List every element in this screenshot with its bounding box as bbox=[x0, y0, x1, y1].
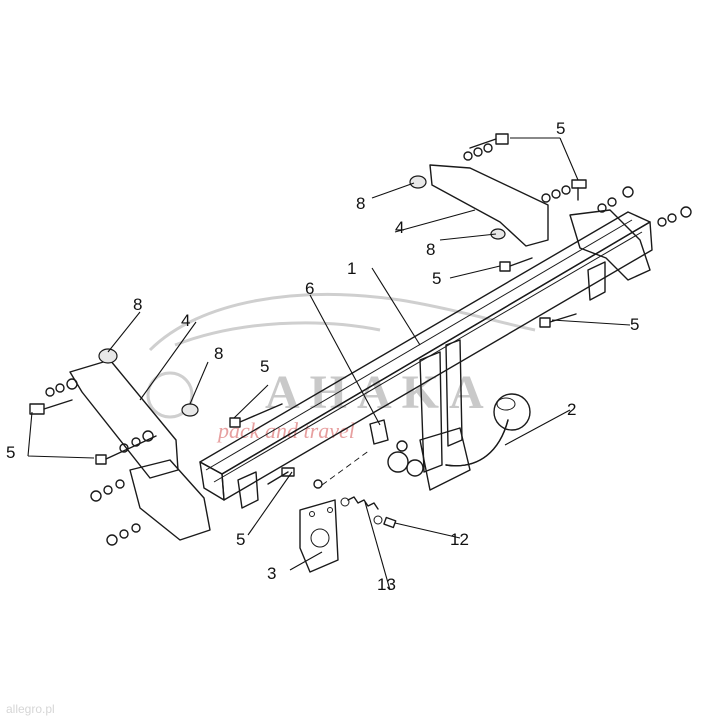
label-part-8-center: 8 bbox=[214, 344, 223, 363]
hanger-bracket bbox=[369, 419, 389, 445]
bolt-right-top bbox=[469, 133, 509, 149]
label-part-8-right: 8 bbox=[426, 240, 435, 259]
watermark-tagline: pack and travel bbox=[216, 418, 355, 443]
side-bracket-left bbox=[69, 359, 259, 541]
label-part-6: 6 bbox=[305, 279, 314, 298]
bolt-left-mid bbox=[95, 435, 157, 465]
socket-plate bbox=[299, 449, 371, 573]
label-part-8-top: 8 bbox=[356, 194, 365, 213]
label-part-5-left: 5 bbox=[6, 443, 15, 462]
leader-lines bbox=[27, 137, 631, 591]
label-part-12: 12 bbox=[450, 530, 469, 549]
label-part-4-right: 4 bbox=[395, 218, 404, 237]
bolt-left-upper bbox=[29, 399, 73, 415]
watermark-logo: AHAKA pack and travel bbox=[146, 292, 536, 443]
part-labels: 1 2 3 4 4 5 5 5 5 5 5 6 8 8 8 8 12 13 bbox=[6, 119, 639, 594]
bolts bbox=[29, 133, 587, 485]
label-part-3: 3 bbox=[267, 564, 276, 583]
label-part-5-top: 5 bbox=[556, 119, 565, 138]
label-part-8-left: 8 bbox=[133, 295, 142, 314]
label-part-5-right-mid: 5 bbox=[432, 269, 441, 288]
label-part-5-right: 5 bbox=[630, 315, 639, 334]
spring-bolt bbox=[340, 496, 397, 529]
spacers bbox=[98, 175, 506, 417]
bolt-center-low bbox=[267, 467, 295, 485]
bolt-right-mid bbox=[499, 257, 533, 272]
towball-assembly bbox=[419, 339, 531, 491]
side-bracket-right bbox=[429, 164, 651, 301]
label-part-1: 1 bbox=[347, 259, 356, 278]
label-part-5-bottom: 5 bbox=[236, 530, 245, 549]
bolt-right-vertical bbox=[571, 179, 587, 201]
label-part-5-center: 5 bbox=[260, 357, 269, 376]
label-part-4-left: 4 bbox=[181, 311, 190, 330]
label-part-2: 2 bbox=[567, 400, 576, 419]
source-credit: allegro.pl bbox=[6, 702, 55, 716]
pivot-nuts bbox=[387, 440, 424, 477]
label-part-13: 13 bbox=[377, 575, 396, 594]
bolt-center bbox=[229, 403, 283, 428]
washers-nuts bbox=[45, 143, 692, 546]
watermark-brand: AHAKA bbox=[265, 366, 494, 419]
